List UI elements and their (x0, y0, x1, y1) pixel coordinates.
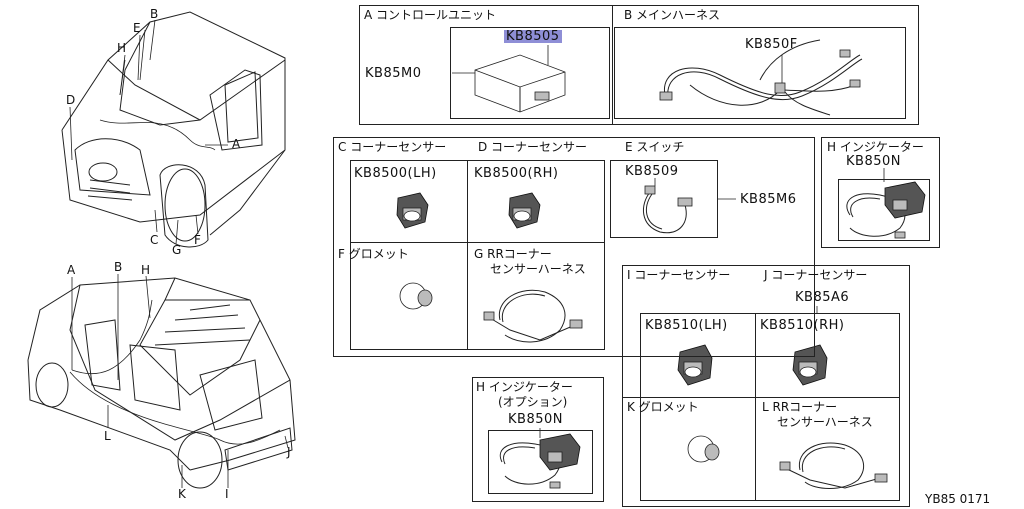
part-kb85m0[interactable]: KB85M0 (365, 66, 422, 81)
front-callout-a: A (232, 137, 241, 151)
part-kb8500-lh[interactable]: KB8500(LH) (354, 166, 437, 181)
grommet-drawing-k (687, 435, 720, 463)
divider-cf (350, 242, 605, 243)
part-kb850n-option[interactable]: KB850N (508, 412, 563, 427)
divider-cd (467, 160, 468, 350)
panel-l-title-2: センサーハーネス (777, 415, 873, 429)
corner-sensor-j-drawing (792, 306, 828, 386)
panel-group-cdefg (333, 137, 815, 357)
panel-l-title-1: L RRコーナー (762, 400, 838, 414)
panel-ijkl-inner-box (640, 313, 900, 501)
divider-ab (612, 5, 613, 125)
front-callout-f: F (194, 233, 201, 247)
panel-d-title: D コーナーセンサー (478, 140, 588, 154)
rear-callout-i: I (225, 487, 229, 501)
front-callout-d: D (66, 93, 76, 107)
switch-drawing (642, 178, 736, 234)
panel-group-ab (359, 5, 919, 125)
corner-sensor-lh-drawing (396, 192, 429, 229)
part-kb85m6[interactable]: KB85M6 (740, 192, 797, 207)
rear-callout-h: H (141, 263, 151, 277)
rear-callout-k: K (178, 487, 186, 501)
main-harness-drawing (659, 39, 863, 116)
panel-f-title: F グロメット (338, 247, 409, 261)
panel-g-title-2: センサーハーネス (490, 262, 586, 276)
front-callout-g: G (172, 243, 182, 257)
front-vehicle-illustration (61, 11, 286, 248)
divider-ik (622, 397, 900, 398)
corner-sensor-rh-drawing (508, 192, 541, 229)
panel-cdfg-inner-box (350, 160, 605, 350)
part-kb850n-top[interactable]: KB850N (846, 154, 901, 169)
rear-callout-j: J (287, 445, 291, 459)
panel-i-title: I コーナーセンサー (627, 268, 731, 282)
grommet-drawing-f (399, 282, 433, 310)
panel-h-option (472, 377, 604, 502)
panel-h-top (821, 137, 940, 248)
panel-b-title: B メインハーネス (624, 8, 721, 22)
panel-h-top-title: H インジケーター (827, 140, 924, 154)
part-kb850f[interactable]: KB850F (745, 37, 798, 52)
part-kb8505[interactable]: KB8505 (504, 29, 562, 44)
control-unit-drawing (452, 45, 566, 113)
part-kb8500-rh[interactable]: KB8500(RH) (474, 166, 559, 181)
corner-sensor-i-drawing (677, 344, 713, 386)
panel-h-option-title-1: H インジケーター (476, 380, 573, 394)
part-kb8510-lh[interactable]: KB8510(LH) (645, 318, 728, 333)
indicator-drawing-option (499, 428, 581, 489)
panel-j-title: J コーナーセンサー (764, 268, 868, 282)
panel-b-inner-box (614, 27, 906, 119)
diagram-code: YB85 0171 (925, 492, 991, 506)
front-callout-b: B (150, 7, 159, 21)
panel-group-ijkl (622, 265, 910, 507)
rr-harness-drawing-l (779, 442, 888, 489)
panel-e-title: E スイッチ (625, 140, 685, 154)
panel-g-title-1: G RRコーナー (474, 247, 552, 261)
indicator-drawing-top (846, 168, 926, 239)
front-callout-h: H (117, 41, 127, 55)
divider-ij (755, 313, 756, 501)
rr-harness-drawing-g (483, 289, 583, 343)
part-kb85a6[interactable]: KB85A6 (795, 290, 850, 305)
panel-h-top-inner-box (838, 179, 930, 241)
rear-callout-l: L (104, 429, 111, 443)
panel-a-inner-box (450, 27, 610, 119)
panel-c-title: C コーナーセンサー (338, 140, 447, 154)
rear-callout-a: A (67, 263, 76, 277)
part-kb8509[interactable]: KB8509 (625, 164, 679, 179)
panel-a-title: A コントロールユニット (364, 8, 497, 22)
panel-h-option-title-2: (オプション) (498, 395, 568, 409)
panel-e-inner-box (610, 160, 718, 238)
panel-h-option-inner-box (488, 430, 593, 494)
front-callout-c: C (150, 233, 159, 247)
panel-k-title: K グロメット (627, 400, 699, 414)
rear-callout-b: B (114, 260, 123, 274)
rear-vehicle-illustration (27, 274, 296, 489)
part-kb8510-rh[interactable]: KB8510(RH) (760, 318, 845, 333)
front-callout-e: E (133, 21, 141, 35)
